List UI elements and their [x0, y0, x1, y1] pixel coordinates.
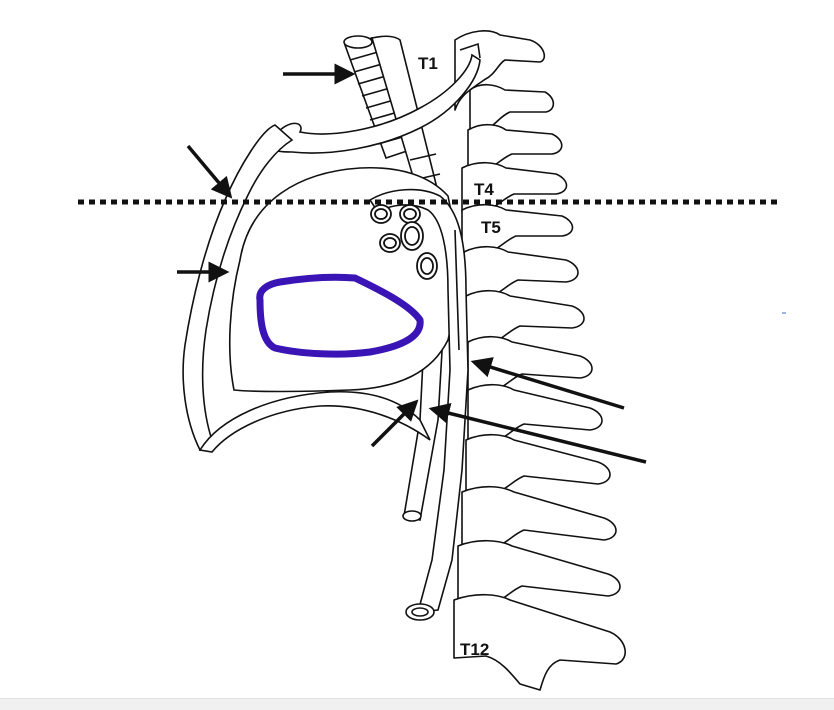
label-t1: T1	[418, 54, 438, 73]
arrow-esophagus	[428, 403, 647, 464]
vertebral-column	[453, 30, 626, 691]
highlighted-region-outline	[256, 273, 424, 358]
pointer-arrows	[177, 63, 647, 464]
arrow-esophagus-lower	[370, 399, 419, 448]
label-t4: T4	[474, 180, 494, 199]
arrow-sternal-angle	[186, 144, 233, 199]
label-t12: T12	[460, 640, 489, 659]
great-vessels	[370, 204, 438, 280]
descending-aorta	[368, 188, 469, 621]
diaphragm	[198, 390, 431, 453]
bottom-scroll-strip	[0, 698, 834, 710]
label-t5: T5	[481, 218, 501, 237]
clavicle-first-rib	[268, 42, 481, 154]
arrow-aorta	[470, 357, 625, 410]
